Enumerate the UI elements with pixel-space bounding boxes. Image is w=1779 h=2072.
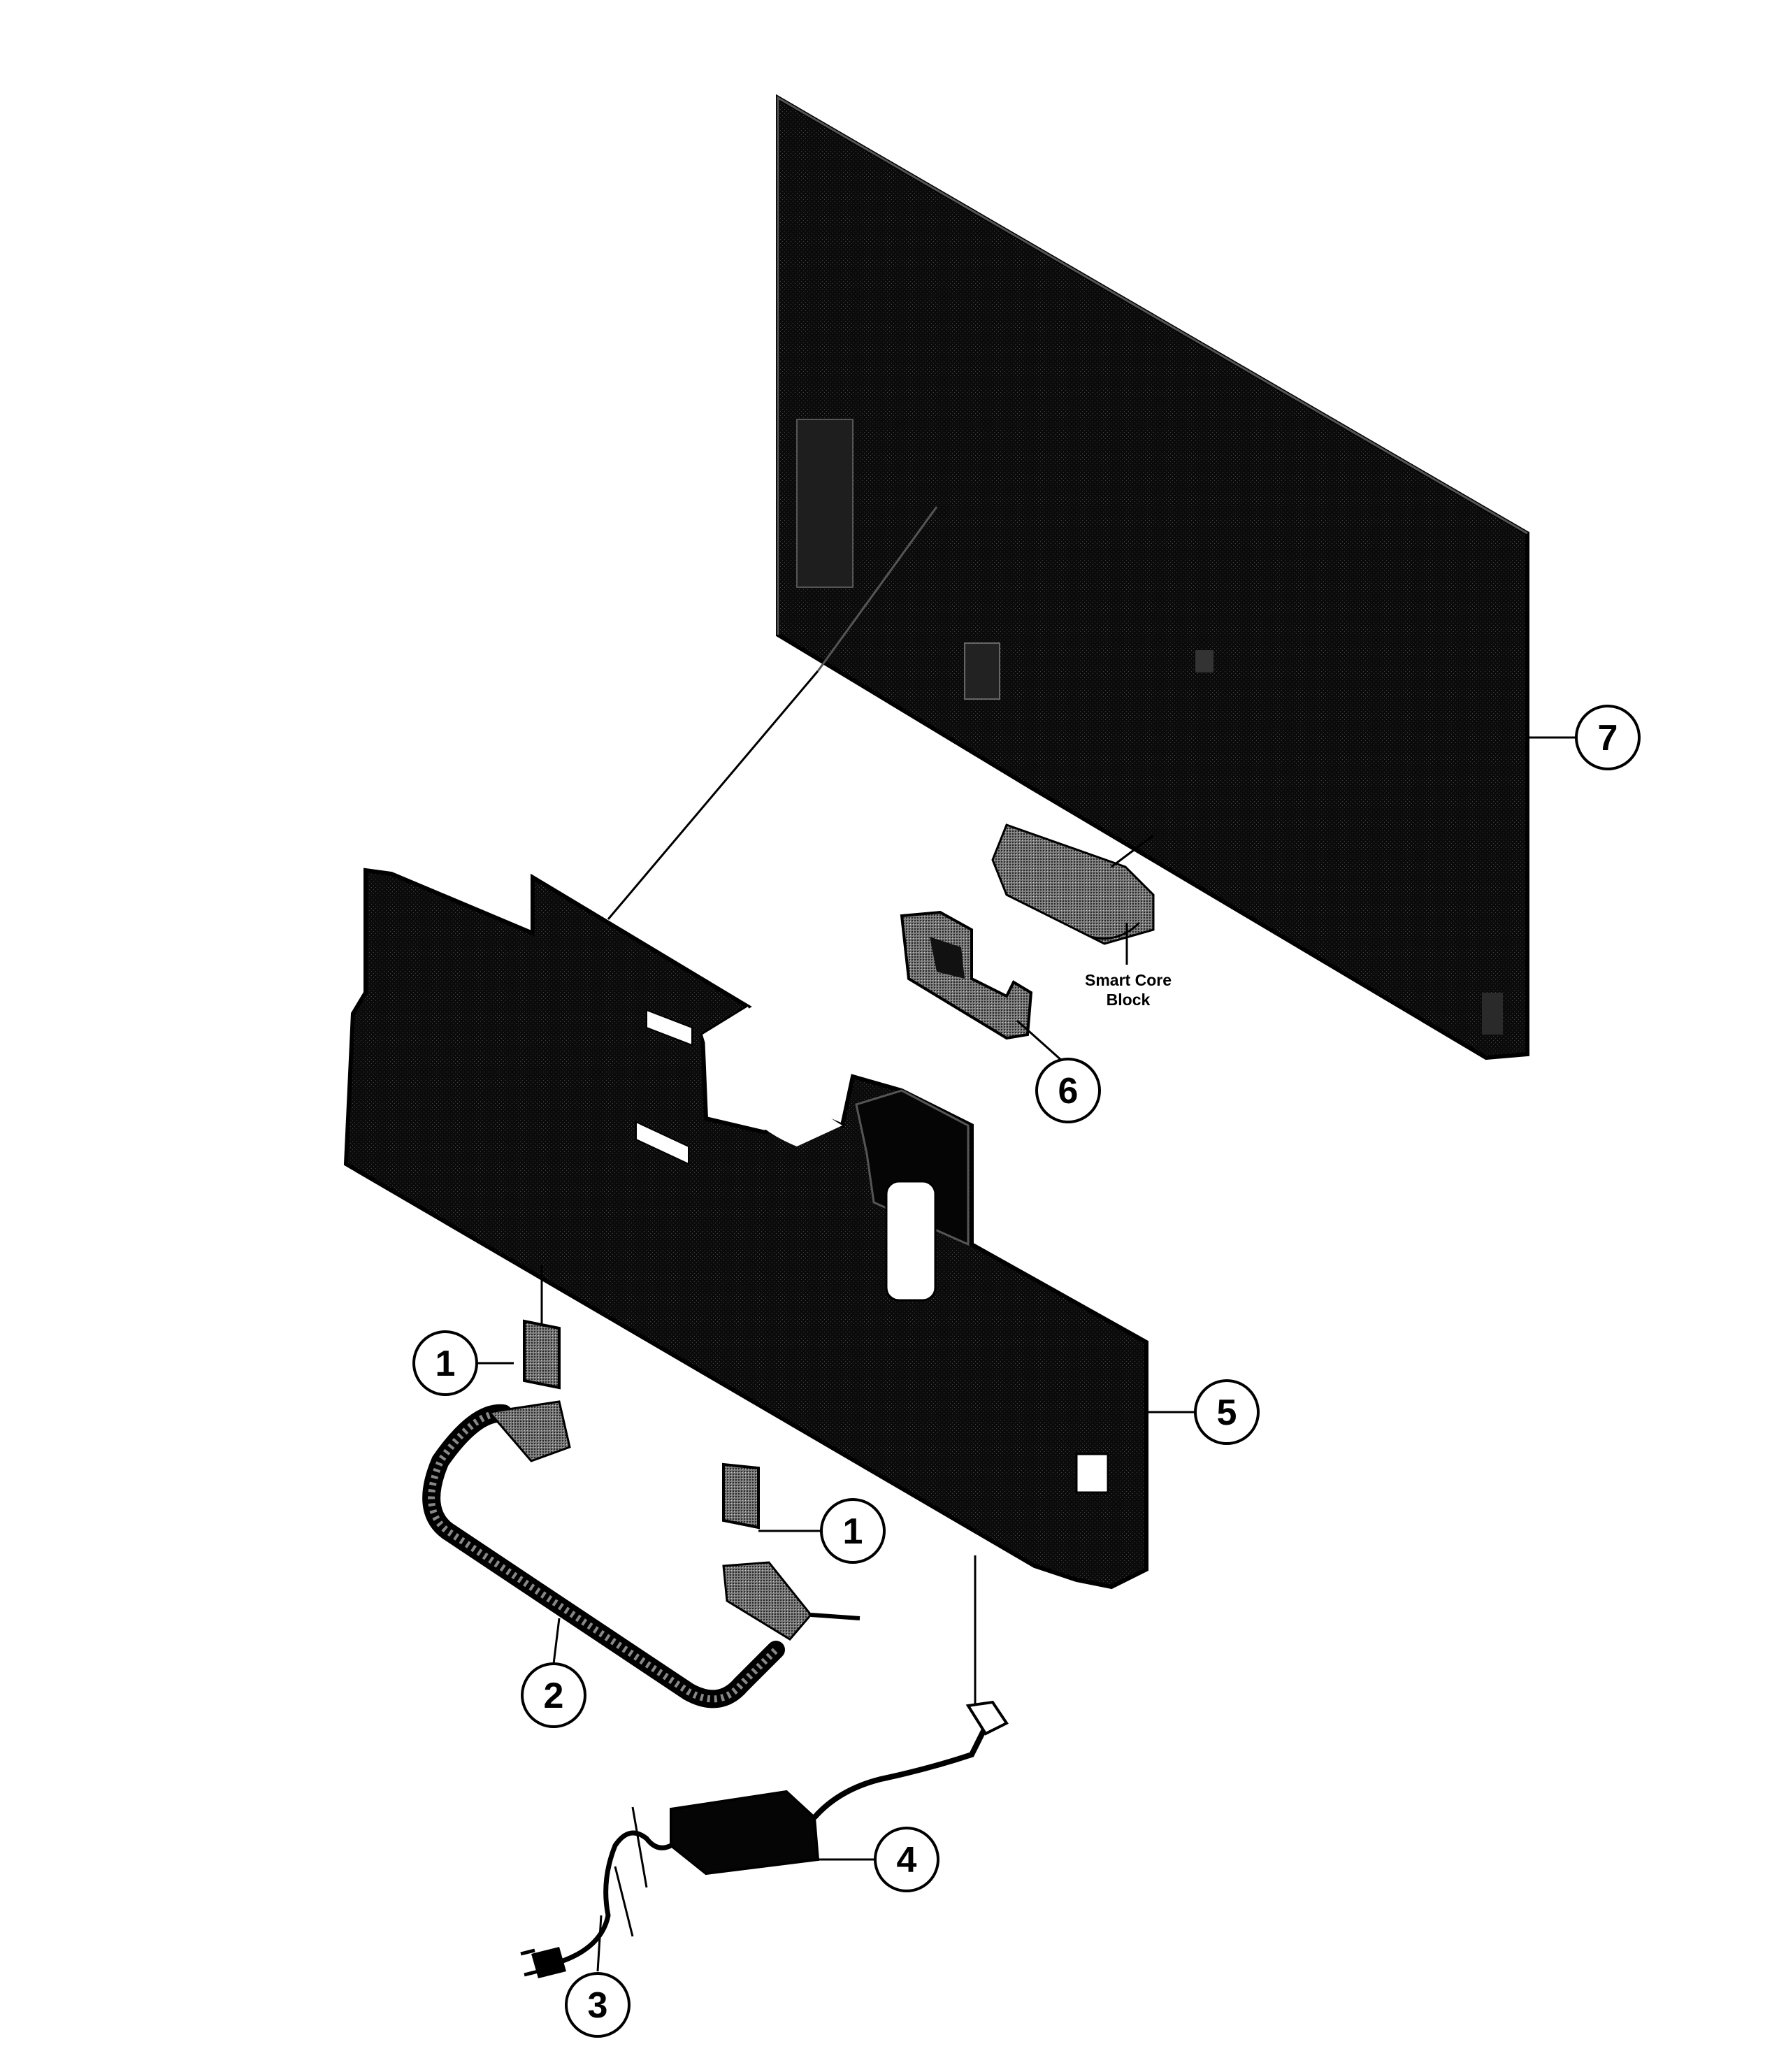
callout-leaders xyxy=(477,736,1576,1972)
callout-2: 2 xyxy=(521,1662,586,1728)
svg-text:5: 5 xyxy=(1217,1393,1237,1433)
svg-text:6: 6 xyxy=(1058,1071,1079,1111)
svg-text:2: 2 xyxy=(544,1676,564,1716)
svg-text:4: 4 xyxy=(897,1840,917,1880)
callout-5: 5 xyxy=(1194,1379,1260,1445)
smart-core-block xyxy=(991,823,1155,965)
callout-1-right: 1 xyxy=(820,1498,886,1564)
ac-adapter xyxy=(670,1555,1009,1876)
svg-text:3: 3 xyxy=(588,1985,608,2026)
svg-text:1: 1 xyxy=(843,1511,863,1552)
svg-text:1: 1 xyxy=(435,1344,456,1384)
svg-text:7: 7 xyxy=(1598,718,1618,758)
assembly-line xyxy=(607,670,819,920)
stand-body xyxy=(343,868,1148,1590)
cover-part xyxy=(900,910,1033,1040)
callout-4: 4 xyxy=(874,1827,939,1892)
callout-6: 6 xyxy=(1035,1058,1101,1123)
power-cord xyxy=(520,1806,672,1978)
mount-bracket-left xyxy=(523,1265,561,1390)
mount-bracket-right xyxy=(722,1462,760,1530)
leader-line-6 xyxy=(1016,1019,1063,1063)
callout-1-left: 1 xyxy=(412,1330,478,1396)
stand-base xyxy=(422,1400,860,1708)
callout-7: 7 xyxy=(1575,705,1641,770)
smart-core-label-line2: Block xyxy=(1107,991,1151,1009)
callout-3: 3 xyxy=(565,1972,631,2038)
tv-panel xyxy=(776,94,1529,1060)
smart-core-label-line1: Smart Core xyxy=(1085,971,1172,989)
